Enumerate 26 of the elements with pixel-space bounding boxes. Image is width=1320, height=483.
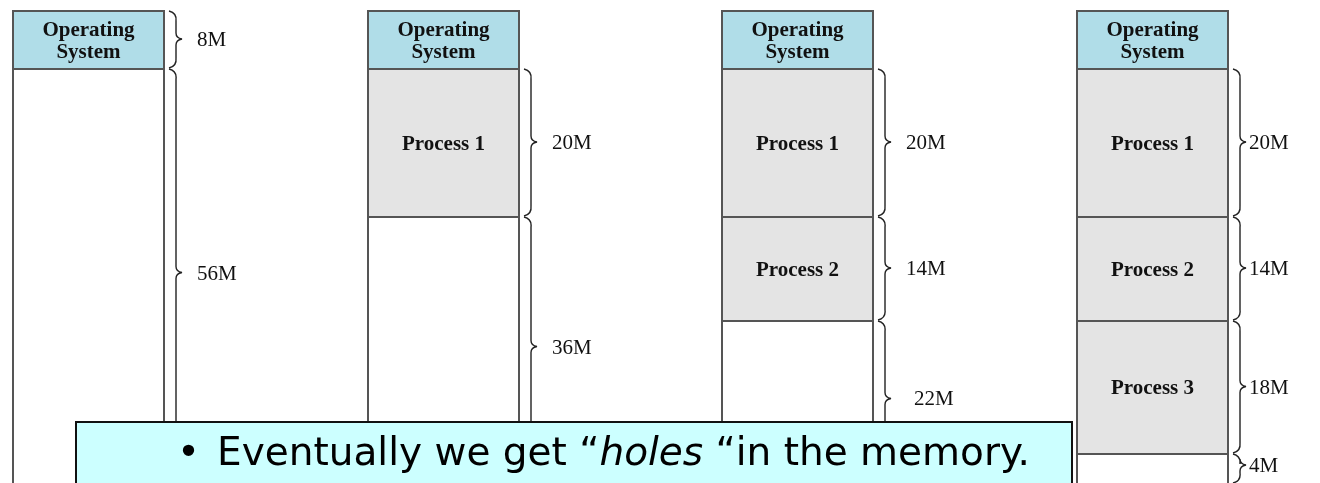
memory-segment: Operating System [721, 10, 874, 70]
size-label: 14M [906, 255, 946, 281]
callout-text: Eventually we get “holes “in the memory. [217, 429, 1030, 476]
size-label: 4M [1249, 452, 1279, 478]
size-label: 20M [906, 129, 946, 155]
callout-box [75, 421, 1073, 483]
memory-segment: Process 1 [1076, 68, 1229, 218]
memory-segment: Operating System [367, 10, 520, 70]
size-label: 36M [552, 334, 592, 359]
size-label: 14M [1249, 255, 1289, 281]
memory-segment: Process 2 [1076, 216, 1229, 322]
size-label: 18M [1249, 374, 1289, 399]
size-label: 20M [1249, 129, 1289, 155]
memory-segment: Process 1 [721, 68, 874, 218]
memory-block [12, 68, 165, 483]
size-label: 20M [552, 129, 592, 155]
memory-segment: Operating System [12, 10, 165, 70]
size-label: 56M [197, 260, 237, 285]
memory-segment: Process 1 [367, 68, 520, 218]
size-label: 8M [197, 26, 227, 52]
size-label: 22M [914, 385, 954, 411]
memory-segment: Process 3 [1076, 320, 1229, 455]
memory-segment: Process 2 [721, 216, 874, 322]
memory-segment: Operating System [1076, 10, 1229, 70]
bullet-marker: • [177, 429, 200, 476]
memory-block [1076, 453, 1229, 483]
